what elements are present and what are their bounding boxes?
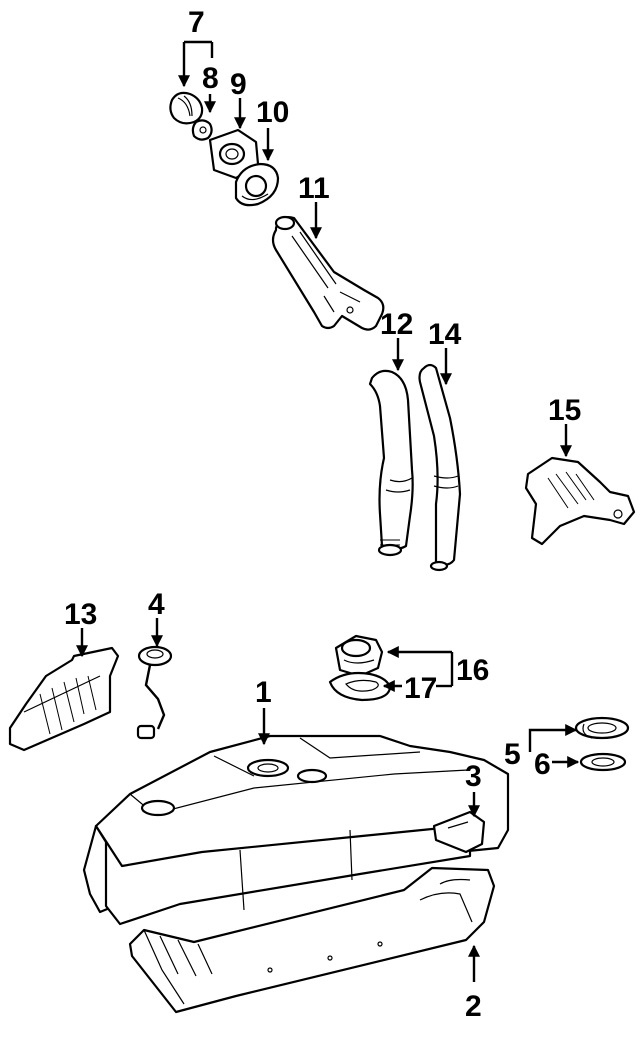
callout-6: 6	[534, 748, 551, 781]
filler-neck-ring	[234, 162, 280, 207]
callout-10: 10	[256, 96, 289, 129]
callout-5: 5	[504, 738, 521, 771]
callout-11: 11	[298, 172, 330, 205]
breather-hose	[418, 363, 462, 572]
pump-retainer	[574, 716, 630, 740]
callout-12: 12	[380, 308, 413, 341]
pump-retainer-gasket	[579, 752, 627, 772]
callout-7: 7	[188, 6, 205, 39]
callout-3: 3	[465, 760, 482, 793]
leader-lines	[76, 40, 580, 982]
callout-15: 15	[548, 394, 581, 427]
callout-16: 16	[456, 654, 489, 687]
callout-14: 14	[428, 318, 462, 351]
callout-numbers: 7 8 9 10 11 12 14 15 13 4 16 17 1 3 5 6 …	[64, 6, 581, 1023]
pump-gasket	[328, 671, 392, 702]
heat-shield-bracket	[524, 456, 636, 546]
cap-gasket	[191, 119, 213, 141]
skid-plate	[128, 866, 496, 1014]
filler-pipe	[271, 215, 385, 331]
fuel-cap	[169, 91, 204, 125]
tank-protector	[8, 646, 120, 752]
filler-hose	[368, 369, 414, 557]
callout-1: 1	[255, 676, 272, 709]
callout-2: 2	[465, 990, 482, 1023]
callout-17: 17	[404, 672, 437, 705]
filler-neck-bezel	[208, 128, 260, 180]
callout-8: 8	[202, 62, 219, 95]
fuel-gauge-sender	[136, 645, 173, 740]
callout-9: 9	[230, 68, 247, 101]
callout-4: 4	[148, 588, 165, 621]
callout-13: 13	[64, 598, 97, 631]
fuel-pump-assembly	[334, 634, 384, 678]
